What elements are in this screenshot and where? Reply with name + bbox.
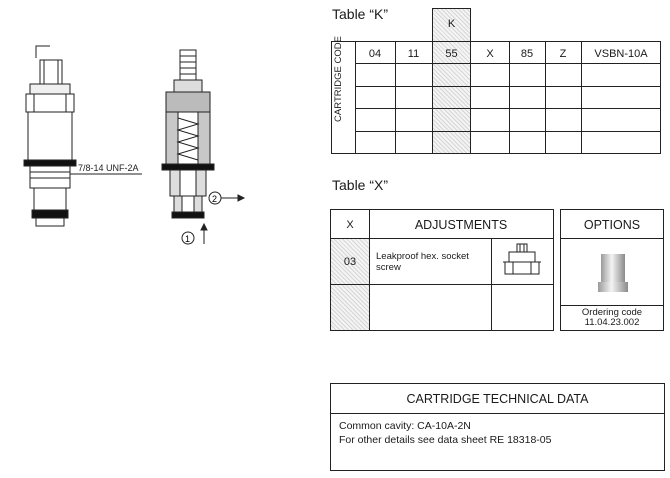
port-2-label: 2 [212,194,217,204]
table-k-col-header: 85 [520,48,534,60]
table-x-row-code: 03 [343,256,357,268]
table-x-row-description: Leakproof hex. socket screw [376,251,469,273]
table-x: X ADJUSTMENTS 03 Leakproof hex. socket s… [330,209,554,331]
options-header: OPTIONS [583,218,641,232]
ordering-code-label: Ordering code [581,307,643,318]
table-x-col-adjustments: ADJUSTMENTS [414,218,508,232]
table-k-col-header: 55 [445,48,458,60]
table-x-col-x: X [346,219,354,231]
table-k-grid [331,41,661,154]
port-2-marker [208,191,222,205]
protective-cap-icon [598,254,628,292]
options-box: OPTIONS Ordering code 11.04.23.002 [560,209,664,331]
table-k-col-header: Z [559,48,567,60]
ordering-code-value: 11.04.23.002 [584,317,640,328]
technical-data-line-1: Common cavity: CA-10A-2N [339,420,471,432]
technical-data-header: CARTRIDGE TECHNICAL DATA [406,392,589,406]
technical-data-box: CARTRIDGE TECHNICAL DATA Common cavity: … [330,383,665,471]
cartridge-section-view [161,49,246,244]
table-x-title: Table “X” [332,177,389,193]
port-1-marker [181,231,195,245]
table-k-row-label: CARTRIDGE CODE [333,36,344,122]
technical-data-line-2: For other details see data sheet RE 1831… [339,434,552,446]
hex-socket-screw-icon [503,243,541,275]
table-k: K CARTRIDGE CODE 04 11 55 X 85 Z VSBN-10… [331,8,661,156]
table-k-col-header: X [486,48,494,60]
table-k-title: Table “K” [332,6,389,22]
cartridge-external-view [23,45,142,227]
port-1-label: 1 [185,234,190,244]
cartridge-drawing: 7/8-14 UNF-2A 2 1 [23,45,246,245]
table-k-col-header: 04 [368,48,382,60]
thread-label: 7/8-14 UNF-2A [78,163,139,173]
table-k-k-header: K [447,18,456,30]
table-k-col-header: VSBN-10A [594,48,648,60]
table-k-col-header: 11 [407,48,420,60]
table-k-highlight-column [432,8,471,154]
